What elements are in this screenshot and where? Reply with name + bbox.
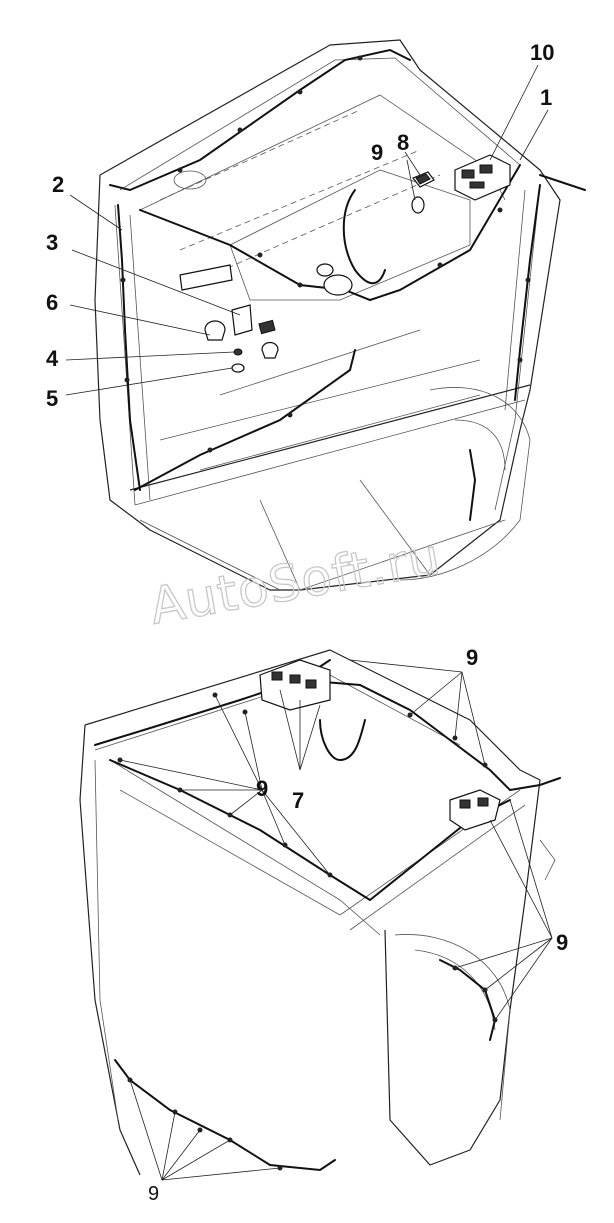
callout-9-top-right: 9 bbox=[466, 645, 478, 670]
harness-rear-lamp bbox=[469, 449, 477, 521]
callout-9-upper: 9 bbox=[371, 140, 383, 165]
connector-block-right bbox=[449, 789, 501, 831]
lower-harness-assembly bbox=[79, 649, 561, 1181]
connector-9-upper bbox=[411, 196, 425, 214]
control-box-10 bbox=[454, 154, 511, 201]
callout-9-right: 9 bbox=[556, 930, 568, 955]
bracket-3 bbox=[231, 304, 253, 336]
interior-lamp bbox=[179, 264, 233, 291]
relay-8 bbox=[412, 171, 435, 188]
callout-leaders-upper bbox=[65, 64, 549, 396]
callout-9-middle: 9 bbox=[256, 776, 268, 801]
callout-9-bottom: 9 bbox=[148, 1183, 159, 1205]
harness-lower-left-door bbox=[114, 1059, 336, 1172]
callout-7: 7 bbox=[292, 788, 304, 813]
harness-lower-left-bar bbox=[109, 759, 371, 901]
upper-cab-frame bbox=[65, 39, 586, 591]
clip-6 bbox=[204, 320, 226, 341]
callout-2: 2 bbox=[52, 172, 64, 197]
callout-4: 4 bbox=[46, 346, 59, 371]
washer-4 bbox=[233, 348, 243, 356]
harness-lower-console bbox=[319, 719, 366, 762]
callout-5: 5 bbox=[46, 386, 58, 411]
callout-10: 10 bbox=[530, 40, 554, 65]
harness-antenna bbox=[539, 174, 586, 191]
harness-console-loop bbox=[342, 189, 386, 285]
callout-leaders-lower bbox=[119, 659, 553, 1181]
callout-6: 6 bbox=[46, 290, 58, 315]
nut-5 bbox=[231, 363, 245, 373]
connector-block-7 bbox=[259, 659, 331, 711]
harness-roof-rear bbox=[139, 164, 521, 302]
harness-floor bbox=[134, 349, 356, 491]
callout-3: 3 bbox=[46, 230, 58, 255]
harness-left-pillar bbox=[117, 204, 141, 491]
harness-lower-rear bbox=[299, 679, 561, 792]
callout-1: 1 bbox=[540, 85, 552, 110]
watermark: AutoSoft.ru bbox=[146, 528, 445, 636]
callout-8: 8 bbox=[397, 130, 409, 155]
harness-right-pillar bbox=[514, 184, 541, 401]
horn-housing bbox=[323, 274, 353, 296]
